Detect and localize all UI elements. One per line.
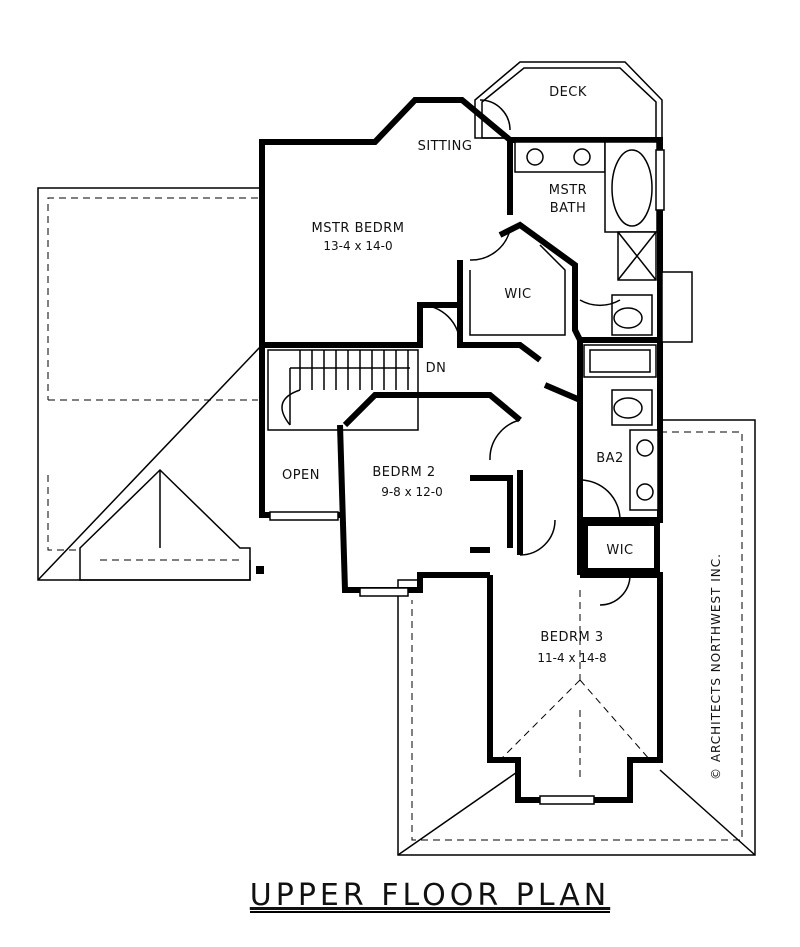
wic-bed3 <box>582 520 660 574</box>
bedrm3-dims: 11-4 x 14-8 <box>537 651 606 665</box>
interior-walls <box>262 160 583 575</box>
deck-label: DECK <box>549 85 587 100</box>
mstr-bedrm-label: MSTR BEDRM <box>312 221 405 236</box>
mstr-bath-label-line1: MSTR <box>549 183 587 198</box>
door-swings <box>419 99 631 606</box>
master-bath-fixtures <box>514 141 693 343</box>
sitting-label: SITTING <box>418 139 473 154</box>
right-roof-outline <box>397 419 756 856</box>
wic-master-label: WIC <box>504 287 531 302</box>
bedrm2-dims: 9-8 x 12-0 <box>381 485 443 499</box>
open-label: OPEN <box>282 468 320 483</box>
deck <box>474 61 663 139</box>
stairs <box>267 349 419 431</box>
left-roof-outline <box>37 187 264 581</box>
architect-credit: © ARCHITECTS NORTHWEST INC. <box>709 553 723 780</box>
exterior-walls <box>259 97 663 803</box>
dn-label: DN <box>426 361 447 376</box>
bath2-fixtures <box>583 344 659 511</box>
wic-master-shelves <box>469 244 566 336</box>
ba2-label: BA2 <box>596 451 624 466</box>
mstr-bedrm-dims: 13-4 x 14-0 <box>323 239 392 253</box>
windows <box>269 149 665 805</box>
mstr-bath-label-line2: BATH <box>550 201 587 216</box>
bedrm3-label: BEDRM 3 <box>540 630 603 645</box>
bedrm2-closet <box>470 475 513 553</box>
bedrm3-vault <box>499 590 651 780</box>
wic-bed3-label: WIC <box>606 543 633 558</box>
bedrm2-label: BEDRM 2 <box>372 465 435 480</box>
plan-title: UPPER FLOOR PLAN <box>250 878 610 913</box>
